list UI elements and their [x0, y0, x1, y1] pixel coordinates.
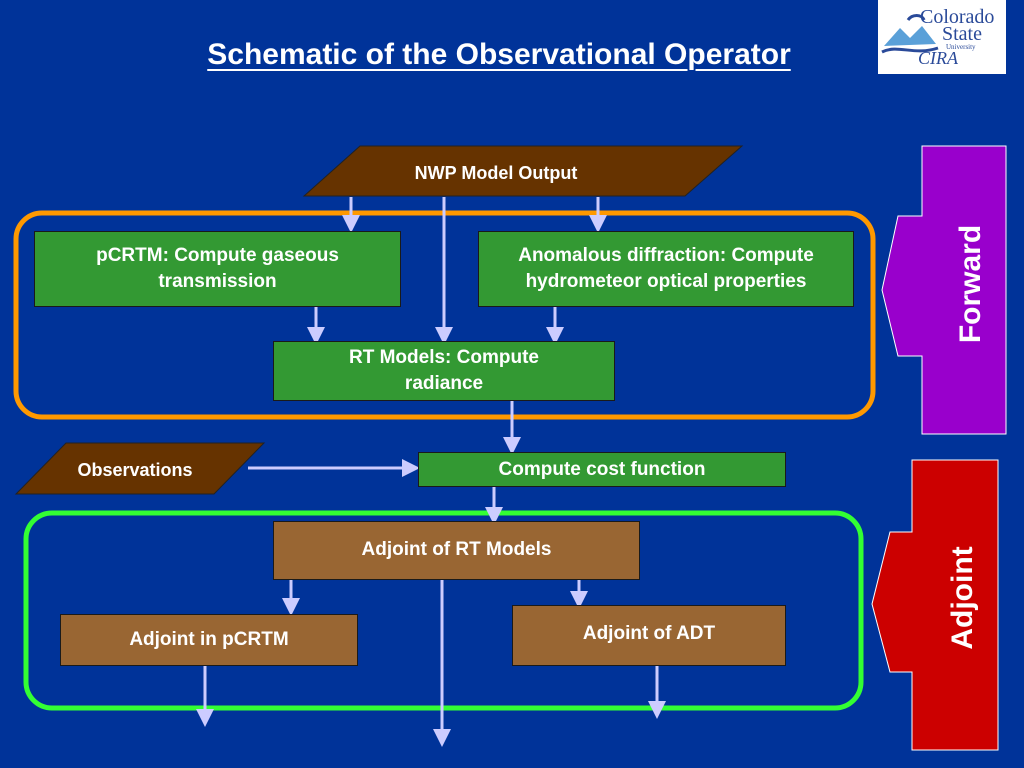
- logo-line-1: Colorado: [920, 6, 995, 28]
- cira-logo: Colorado State University CIRA: [878, 0, 1006, 74]
- logo-line-2: State: [942, 23, 982, 45]
- adjoint-label: Adjoint: [946, 546, 979, 649]
- rt-models-label: RT Models: Compute radiance: [349, 347, 539, 394]
- adjoint-arrow: Adjoint: [871, 459, 999, 751]
- nwp-output-shape: [302, 145, 744, 197]
- adjoint-rt-box: Adjoint of RT Models: [273, 521, 640, 580]
- adjoint-rt-label: Adjoint of RT Models: [361, 539, 552, 560]
- observations-label: Observations: [77, 460, 193, 480]
- rt-models-box: RT Models: Compute radiance: [273, 341, 615, 401]
- page-title: Schematic of the Observational Operator: [207, 38, 791, 71]
- logo-line-4: CIRA: [918, 48, 958, 68]
- forward-label: Forward: [954, 225, 987, 343]
- forward-arrow: Forward: [881, 145, 1007, 435]
- pcrtm-box: pCRTM: Compute gaseous transmission: [34, 231, 401, 307]
- cost-function-box: Compute cost function: [418, 452, 786, 487]
- anomalous-box: Anomalous diffraction: Compute hydromete…: [478, 231, 854, 307]
- adjoint-adt-box: Adjoint of ADT: [512, 605, 786, 666]
- adjoint-adt-label: Adjoint of ADT: [582, 623, 716, 644]
- logo-line-3: University: [946, 43, 976, 51]
- mountain-logo-icon: [881, 14, 939, 54]
- anomalous-label: Anomalous diffraction: Compute hydromete…: [518, 245, 814, 292]
- observations-shape: [14, 442, 266, 495]
- adjoint-pcrtm-label: Adjoint in pCRTM: [129, 629, 289, 650]
- connectors: [196, 197, 666, 747]
- adjoint-pcrtm-box: Adjoint in pCRTM: [60, 614, 358, 666]
- nwp-output-label: NWP Model Output: [414, 163, 578, 183]
- pcrtm-label: pCRTM: Compute gaseous transmission: [96, 245, 339, 292]
- cost-function-label: Compute cost function: [498, 458, 706, 480]
